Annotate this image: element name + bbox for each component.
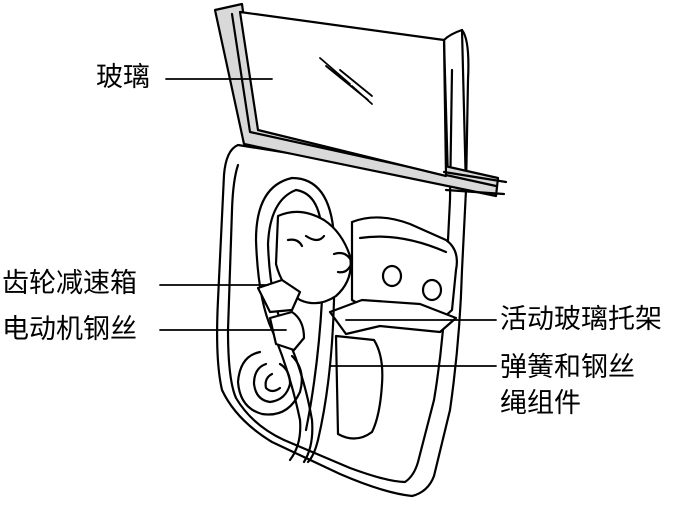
motor-drum (268, 310, 306, 352)
label-motor-cable: 电动机钢丝 (2, 314, 137, 345)
glass-carrier (328, 298, 458, 336)
label-gearbox: 齿轮减速箱 (2, 268, 137, 299)
label-spring-cable: 弹簧和钢丝 绳组件 (500, 350, 635, 422)
beltline-rail (442, 170, 508, 196)
cable-right-outer (290, 176, 336, 464)
window-frame-channel (213, 2, 500, 198)
mounting-hole-2 (421, 278, 443, 302)
label-spring-cable-line2: 绳组件 (500, 388, 581, 419)
plate-top-edge (358, 235, 448, 254)
label-glass-carrier: 活动玻璃托架 (500, 304, 662, 335)
label-glass: 玻璃 (96, 62, 150, 93)
motor-bracket (256, 278, 302, 314)
glass-pane (238, 10, 448, 178)
mounting-hole-1 (381, 264, 403, 288)
spring-coil-center (264, 372, 282, 393)
label-spring-cable-line1: 弹簧和钢丝 (500, 352, 635, 383)
spring-drum-housing (334, 334, 384, 440)
spring-coil-outer (236, 350, 303, 416)
glass-glare-lines (319, 57, 373, 105)
gearbox-detail (286, 234, 354, 274)
spring-coil-inner (252, 362, 292, 404)
